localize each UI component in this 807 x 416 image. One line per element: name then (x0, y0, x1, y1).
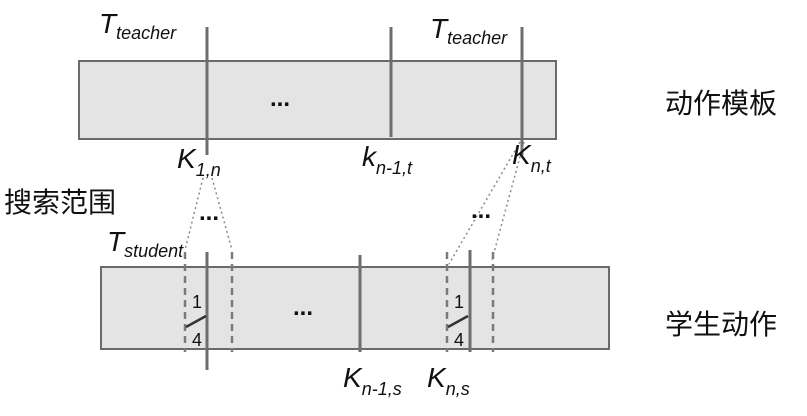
projection-line-n-left (448, 141, 521, 265)
student-label: Tstudent (107, 226, 184, 261)
side-label-student-action: 学生动作 (665, 308, 777, 341)
projection-line-n-right (491, 141, 525, 261)
fraction-numerator-n: 1 (454, 292, 464, 312)
side-label-search-range: 搜索范围 (4, 186, 116, 219)
keyframe-label-kn1t: kn-1,t (362, 141, 413, 178)
side-label-template: 动作模板 (665, 87, 777, 120)
fraction-denominator-1: 4 (192, 330, 202, 350)
keyframe-label-knt: Kn,t (512, 139, 552, 176)
teacher-ellipsis: ... (270, 85, 290, 112)
student-ellipsis: ... (293, 294, 313, 321)
student-action-box (100, 266, 610, 350)
keyframe-label-k1n: K1,n (177, 143, 221, 180)
fraction-numerator-1: 1 (192, 292, 202, 312)
fraction-denominator-n: 4 (454, 330, 464, 350)
teacher-template-box (78, 60, 557, 140)
teacher-label-left: Tteacher (99, 8, 177, 43)
fraction-slash-1 (185, 314, 207, 329)
teacher-label-right: Tteacher (430, 13, 508, 48)
fraction-slash-n (447, 314, 469, 329)
keyframe-label-kns: Kn,s (427, 362, 470, 399)
keyframe-label-kn1s: Kn-1,s (343, 362, 402, 399)
search-ellipsis-n: ... (471, 197, 491, 224)
projection-line-1-left (184, 177, 204, 251)
search-ellipsis-1: ... (199, 199, 219, 226)
